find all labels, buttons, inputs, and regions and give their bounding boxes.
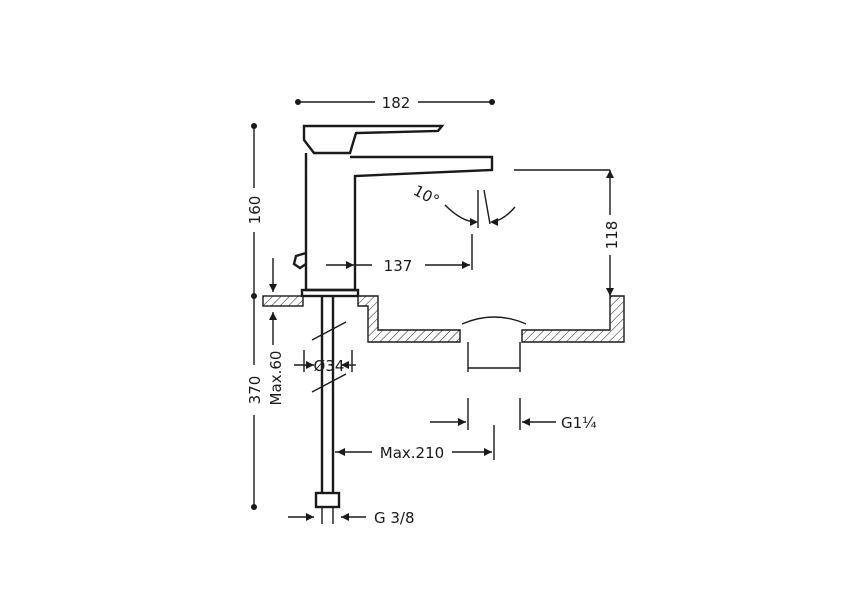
faucet-body xyxy=(292,124,494,298)
dimension-drain-thread: G1¼ xyxy=(430,398,597,432)
dimension-spout-reach: 137 xyxy=(326,234,473,275)
base-diameter-label: Ø34 xyxy=(314,357,345,375)
angle-label: 10° xyxy=(410,181,442,209)
dimension-max-deck: Max.60 xyxy=(267,258,285,405)
supply-hose xyxy=(311,296,347,509)
dimension-height-outlet: 118 xyxy=(514,169,621,296)
dimension-hose-reach: Max.210 xyxy=(335,425,495,462)
dimension-total-length: 370 xyxy=(246,296,264,510)
dimension-base-diameter: Ø34 xyxy=(294,350,356,375)
outlet-height-label: 118 xyxy=(603,221,621,250)
spout-reach-label: 137 xyxy=(384,257,413,275)
drain-thread-label: G1¼ xyxy=(561,414,597,432)
dimension-width-label: 182 xyxy=(382,94,411,112)
angle-indicator: 10° xyxy=(410,181,516,228)
dimension-height-spout: 160 xyxy=(246,123,264,299)
dimension-hose-thread: G 3/8 xyxy=(288,508,415,527)
basin-section xyxy=(262,295,625,372)
dimension-width-total: 182 xyxy=(295,94,495,112)
hose-thread-label: G 3/8 xyxy=(374,509,415,527)
dimension-height-label: 160 xyxy=(246,196,264,225)
dimension-total-length-label: 370 xyxy=(246,376,264,405)
hose-reach-label: Max.210 xyxy=(380,444,444,462)
dimension-max-deck-label: Max.60 xyxy=(267,351,285,406)
